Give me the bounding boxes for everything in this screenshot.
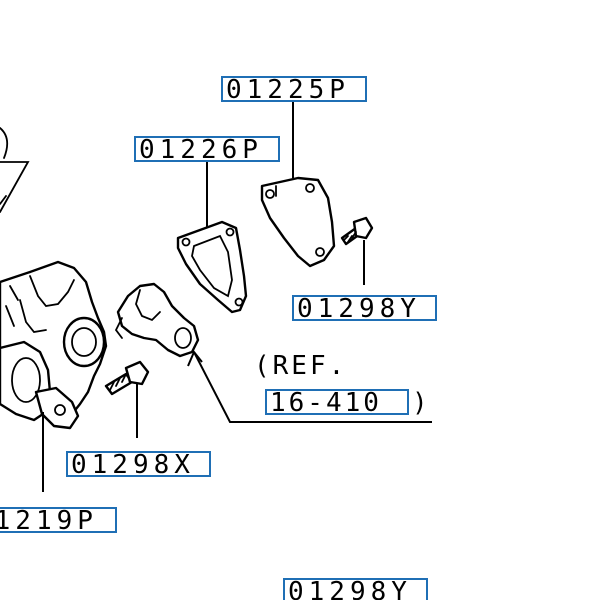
reference-suffix: ) <box>412 388 431 418</box>
callout-gasket: 01226P <box>134 135 280 165</box>
housing-body-part <box>0 260 108 430</box>
callout-label: 01298Y <box>297 294 421 324</box>
cover-part <box>260 176 336 268</box>
callout-gasket-cover: 01225P <box>221 75 367 105</box>
callout-bolt-bottom: 01298Y <box>283 577 428 600</box>
callout-label: 01298X <box>71 450 195 480</box>
leader-lines <box>42 102 432 492</box>
callout-bolt-right: 01298Y <box>292 294 437 324</box>
bolt-left-part <box>104 360 150 396</box>
reference-note: (REF. 16-410 ) <box>254 351 431 418</box>
callout-label: 01219P <box>0 506 98 536</box>
callout-label: 01226P <box>139 135 263 165</box>
callout-body: 01219P <box>0 506 117 536</box>
callout-label: 01225P <box>226 75 350 105</box>
gasket-part <box>176 220 248 314</box>
partial-part-top-left <box>0 127 30 213</box>
reference-prefix: (REF. <box>254 351 347 381</box>
callout-bolt-left: 01298X <box>66 450 211 480</box>
bolt-right-part <box>340 216 374 246</box>
reference-page: 16-410 <box>270 388 382 418</box>
sensor-part <box>114 282 200 358</box>
callout-label: 01298Y <box>288 577 412 600</box>
